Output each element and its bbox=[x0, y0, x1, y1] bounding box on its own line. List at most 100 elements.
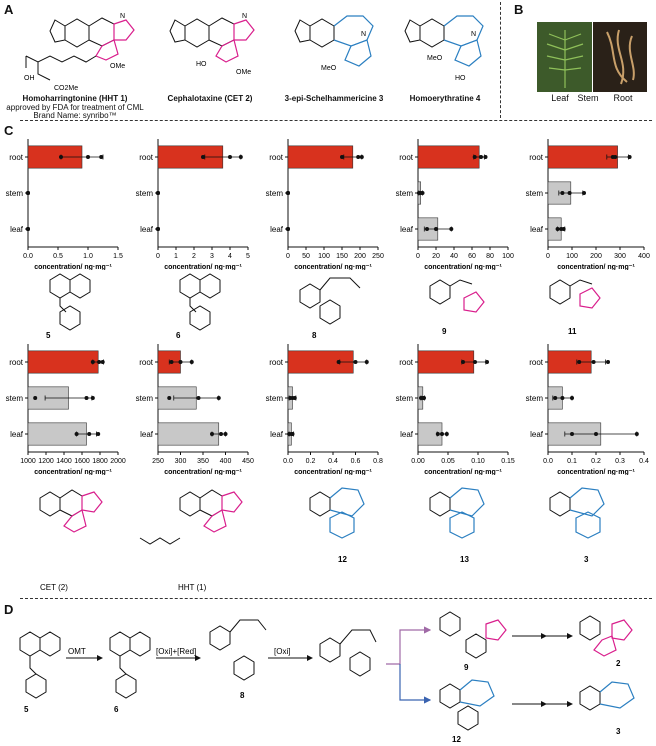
x-tick-label: 400 bbox=[638, 253, 650, 260]
label-leaf: Leaf bbox=[551, 93, 569, 103]
category-label-root: root bbox=[529, 153, 544, 162]
plant-photos bbox=[537, 22, 647, 92]
schel-meo-label: MeO bbox=[321, 65, 337, 72]
x-tick-label: 1000 bbox=[20, 458, 36, 465]
x-tick-label: 300 bbox=[175, 458, 187, 465]
pathway-cmpd-6: 6 bbox=[114, 705, 119, 714]
hht-note-brand: Brand Name: synribo™ bbox=[33, 111, 117, 120]
x-tick-label: 250 bbox=[372, 253, 384, 260]
mol-label-3: 3 bbox=[584, 555, 589, 564]
data-point bbox=[356, 155, 361, 159]
x-tick-label: 0.2 bbox=[591, 458, 601, 465]
cet-ho-label: HO bbox=[196, 61, 207, 68]
cet-name: Cephalotaxine (CET 2) bbox=[167, 94, 253, 103]
data-point bbox=[87, 432, 92, 436]
category-label-root: root bbox=[9, 358, 24, 367]
data-point bbox=[196, 396, 201, 400]
data-point bbox=[594, 432, 598, 436]
hht-co2me-label: CO2Me bbox=[54, 85, 78, 92]
panel-separator-bottom bbox=[20, 598, 652, 599]
x-tick-label: 1.5 bbox=[113, 253, 123, 260]
homo-n-label: N bbox=[471, 31, 476, 38]
mol-label-8: 8 bbox=[312, 331, 317, 340]
data-point bbox=[201, 155, 205, 159]
x-tick-label: 1 bbox=[174, 253, 178, 260]
data-point bbox=[96, 432, 101, 436]
panel-separator-top bbox=[20, 120, 652, 121]
category-label-root: root bbox=[139, 358, 154, 367]
x-tick-label: 0.0 bbox=[283, 458, 293, 465]
step-omt: OMT bbox=[68, 647, 86, 656]
x-axis-label: concentration/ ng·mg⁻¹ bbox=[164, 469, 242, 475]
data-point bbox=[59, 155, 63, 159]
category-label-stem: stem bbox=[266, 189, 284, 198]
data-point bbox=[223, 432, 228, 436]
x-tick-label: 350 bbox=[197, 458, 209, 465]
data-point bbox=[555, 227, 560, 231]
data-point bbox=[627, 155, 632, 159]
cet-n-label: N bbox=[242, 13, 247, 20]
step-oxi-red: [Oxi]+[Red] bbox=[156, 647, 196, 656]
hht-ome-label: OMe bbox=[110, 63, 125, 70]
category-label-leaf: leaf bbox=[400, 430, 414, 439]
data-point bbox=[444, 432, 449, 436]
bar-root bbox=[27, 350, 99, 374]
category-label-stem: stem bbox=[396, 394, 414, 403]
pathway-cmpd-8: 8 bbox=[240, 691, 245, 700]
x-tick-label: 40 bbox=[450, 253, 458, 260]
mol-label-12: 12 bbox=[338, 555, 347, 564]
category-label-leaf: leaf bbox=[530, 430, 544, 439]
category-label-leaf: leaf bbox=[10, 225, 24, 234]
data-point bbox=[189, 360, 194, 364]
data-point bbox=[472, 155, 477, 159]
category-label-leaf: leaf bbox=[140, 225, 154, 234]
x-tick-label: 0.05 bbox=[441, 458, 455, 465]
hht-name: Homoharringtonine (HHT 1) bbox=[22, 94, 128, 103]
pathway-cmpd-5: 5 bbox=[24, 705, 29, 714]
data-point bbox=[449, 227, 454, 231]
data-point bbox=[634, 432, 639, 436]
category-label-leaf: leaf bbox=[400, 225, 414, 234]
biosynthesis-pathway: OMT [Oxi]+[Red] [Oxi] 5 6 8 9 12 2 3 bbox=[19, 611, 635, 744]
x-tick-label: 4 bbox=[228, 253, 232, 260]
x-axis-label: concentration/ ng·mg⁻¹ bbox=[424, 469, 502, 475]
x-tick-label: 1.0 bbox=[83, 253, 93, 260]
data-point bbox=[570, 432, 574, 436]
x-tick-label: 0 bbox=[156, 253, 160, 260]
x-axis-label: concentration/ ng·mg⁻¹ bbox=[294, 264, 372, 270]
homoerythratine-name: Homoerythratine 4 bbox=[409, 94, 481, 103]
data-point bbox=[178, 360, 183, 364]
step-oxi: [Oxi] bbox=[274, 647, 290, 656]
category-label-leaf: leaf bbox=[270, 225, 284, 234]
category-label-root: root bbox=[9, 153, 24, 162]
x-tick-label: 0.2 bbox=[306, 458, 316, 465]
x-tick-label: 0 bbox=[286, 253, 290, 260]
data-point bbox=[420, 191, 425, 195]
x-tick-label: 0.10 bbox=[471, 458, 485, 465]
x-tick-label: 0.8 bbox=[373, 458, 383, 465]
data-point bbox=[461, 360, 465, 364]
data-point bbox=[100, 360, 105, 364]
mol-label-13: 13 bbox=[460, 555, 469, 564]
hht-n-label: N bbox=[120, 13, 125, 20]
data-point bbox=[33, 396, 38, 400]
hht-note-fda: approved by FDA for treatment of CML bbox=[6, 103, 144, 112]
x-tick-label: 1800 bbox=[92, 458, 108, 465]
bar-leaf bbox=[157, 422, 220, 446]
schelhammericine-name: 3-epi-Schelhammericine 3 bbox=[284, 94, 384, 103]
data-point bbox=[340, 155, 344, 159]
data-point bbox=[422, 396, 426, 400]
data-point bbox=[570, 396, 574, 400]
data-point bbox=[238, 155, 243, 159]
x-axis-label: concentration/ ng·mg⁻¹ bbox=[424, 264, 502, 270]
x-tick-label: 0.4 bbox=[639, 458, 649, 465]
x-tick-label: 450 bbox=[242, 458, 254, 465]
cet-ome-label: OMe bbox=[236, 69, 251, 76]
x-axis-label: concentration/ ng·mg⁻¹ bbox=[294, 469, 372, 475]
x-tick-label: 100 bbox=[566, 253, 578, 260]
